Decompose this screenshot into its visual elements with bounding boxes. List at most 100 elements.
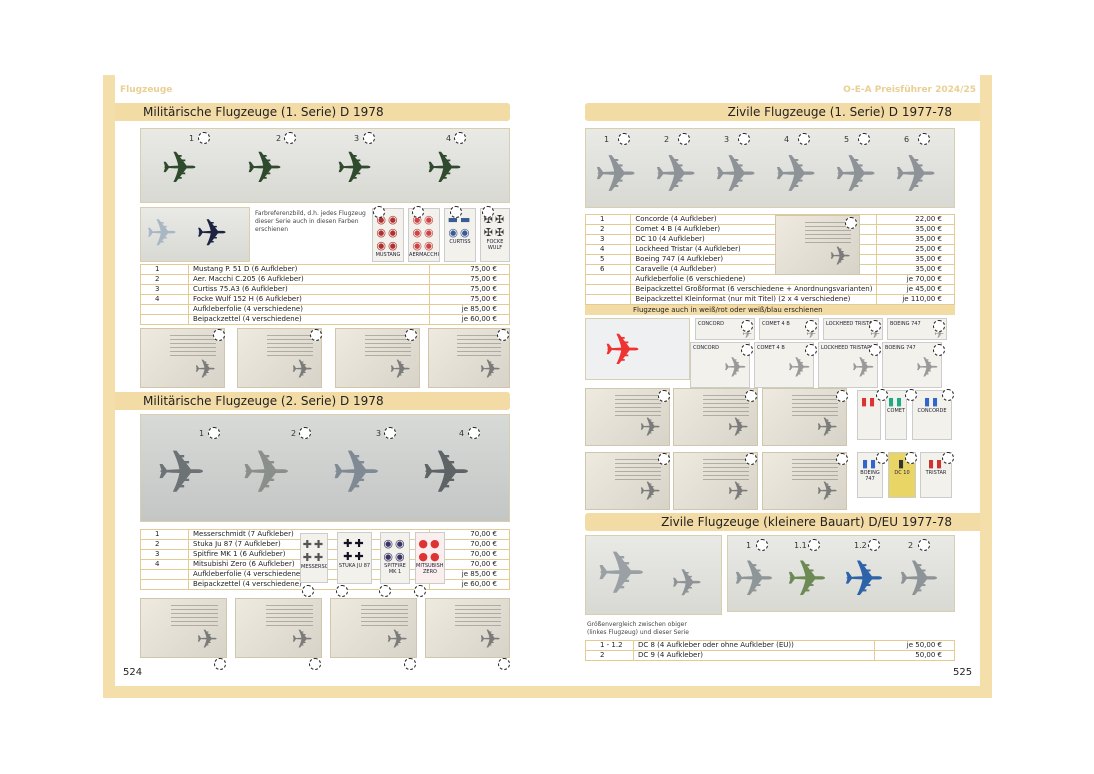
- item-number: 4: [140, 294, 189, 305]
- item-number: 2: [584, 224, 632, 235]
- checkbox-circle: [363, 132, 375, 144]
- checkbox-circle: [498, 658, 510, 670]
- item-number: 4: [446, 134, 452, 143]
- checkbox-circle: [918, 133, 930, 145]
- plane-icon: ✈: [421, 438, 472, 508]
- plane-icon: ✈: [714, 145, 758, 205]
- leaflet-image: [762, 452, 847, 510]
- checkbox-circle: [214, 658, 226, 670]
- box-image: BOEING 747✈: [882, 342, 942, 388]
- item-number: [140, 569, 189, 580]
- plane-icon: ✈: [894, 145, 938, 205]
- item-number: 3: [140, 284, 189, 295]
- color-reference-photo: ✈ ✈: [140, 207, 250, 262]
- leaflet-image: [585, 452, 670, 510]
- leaflet-image: [237, 328, 322, 388]
- size-comparison-photo: ✈ ✈: [585, 535, 722, 615]
- box-image: COMET 4 B✈: [754, 342, 814, 388]
- checkbox-circle: [858, 133, 870, 145]
- plane-icon: ✈: [604, 325, 641, 376]
- decal-sheet: ◉◉ ◉◉ ◉◉MUSTANG: [372, 208, 404, 262]
- checkbox-circle: [299, 427, 311, 439]
- size-comparison-caption: Größenvergleich zwischen obiger (linkes …: [587, 621, 689, 636]
- product-photo: 1 1.1 1.2 2 ✈ ✈ ✈ ✈: [727, 535, 955, 612]
- checkbox-circle: [384, 427, 396, 439]
- item-number: [140, 304, 189, 315]
- checkbox-circle: [808, 539, 820, 551]
- item-number: 3: [584, 234, 632, 245]
- product-photo: 1 2 3 4 ✈ ✈ ✈ ✈: [140, 128, 510, 203]
- checkbox-circle: [482, 206, 494, 218]
- plane-icon: ✈: [843, 550, 885, 608]
- item-number: 4: [784, 135, 790, 144]
- checkbox-circle: [942, 452, 954, 464]
- plane-icon: ✈: [426, 143, 463, 194]
- item-number: 4: [459, 429, 465, 438]
- checkbox-circle: [738, 133, 750, 145]
- decal-sheet: ●● ●●MITSUBISHI ZERO: [415, 532, 445, 584]
- checkbox-circle: [336, 585, 348, 597]
- checkbox-circle: [284, 132, 296, 144]
- checkbox-circle: [414, 585, 426, 597]
- plane-icon: ✈: [146, 211, 178, 255]
- leaflet-image: [425, 598, 510, 658]
- plane-icon: ✈: [898, 550, 940, 608]
- item-number: 3: [724, 135, 730, 144]
- checkbox-circle: [745, 390, 757, 402]
- page-number: 525: [953, 667, 973, 678]
- item-number: 2: [585, 650, 634, 661]
- section-title: Militärische Flugzeuge (1. Serie) D 1978: [115, 103, 510, 121]
- item-number: 6: [584, 264, 632, 275]
- checkbox-circle: [373, 206, 385, 218]
- checkbox-circle: [745, 453, 757, 465]
- plane-icon: ✈: [246, 143, 283, 194]
- item-price: 25,00 €: [876, 244, 955, 255]
- section-title: Militärische Flugzeuge (2. Serie) D 1978: [115, 392, 510, 410]
- table-row: Beipackzettel (4 verschiedene)je 60,00 €: [140, 314, 510, 325]
- item-number: 2: [140, 539, 189, 550]
- leaflet-image: [585, 388, 670, 446]
- item-description: Curtiss 75.A3 (6 Aufkleber): [188, 284, 430, 295]
- item-description: Aufkleberfolie (6 verschiedene): [630, 274, 878, 285]
- leaflet-image: [673, 452, 758, 510]
- leaflet-image: [335, 328, 420, 388]
- checkbox-circle: [741, 320, 753, 332]
- checkbox-circle: [741, 344, 753, 356]
- item-price: 75,00 €: [429, 294, 510, 305]
- product-photo: 1 2 3 4 ✈ ✈ ✈ ✈: [140, 414, 510, 522]
- item-number: 1 - 1.2: [585, 640, 634, 651]
- checkbox-circle: [845, 217, 857, 229]
- color-variant-photo: ✈: [585, 318, 690, 380]
- box-image: LOCKHEED TRISTAR✈: [818, 342, 878, 388]
- item-price: 22,00 €: [876, 214, 955, 225]
- checkbox-circle: [412, 206, 424, 218]
- item-number: 1: [584, 214, 632, 225]
- item-description: Beipackzettel (4 verschiedene): [188, 314, 430, 325]
- checkbox-circle: [918, 539, 930, 551]
- checkbox-circle: [869, 344, 881, 356]
- item-price: 35,00 €: [876, 254, 955, 265]
- item-price: je 85,00 €: [429, 304, 510, 315]
- item-price: je 50,00 €: [874, 640, 955, 651]
- table-row: Beipackzettel Großformat (6 verschiedene…: [584, 284, 955, 295]
- checkbox-circle: [213, 329, 225, 341]
- checkbox-circle: [805, 320, 817, 332]
- item-number: 1: [604, 135, 610, 144]
- checkbox-circle: [942, 389, 954, 401]
- checkbox-circle: [310, 329, 322, 341]
- checkbox-circle: [468, 427, 480, 439]
- leaflet-image: [330, 598, 417, 658]
- checkbox-circle: [868, 539, 880, 551]
- decal-sheet: ▮▮COMET: [885, 390, 907, 440]
- running-header-right: O-E-A Preisführer 2024/25: [843, 85, 976, 95]
- plane-icon: ✈: [594, 145, 638, 205]
- checkbox-circle: [905, 452, 917, 464]
- box-image: BOEING 747✈: [887, 318, 947, 340]
